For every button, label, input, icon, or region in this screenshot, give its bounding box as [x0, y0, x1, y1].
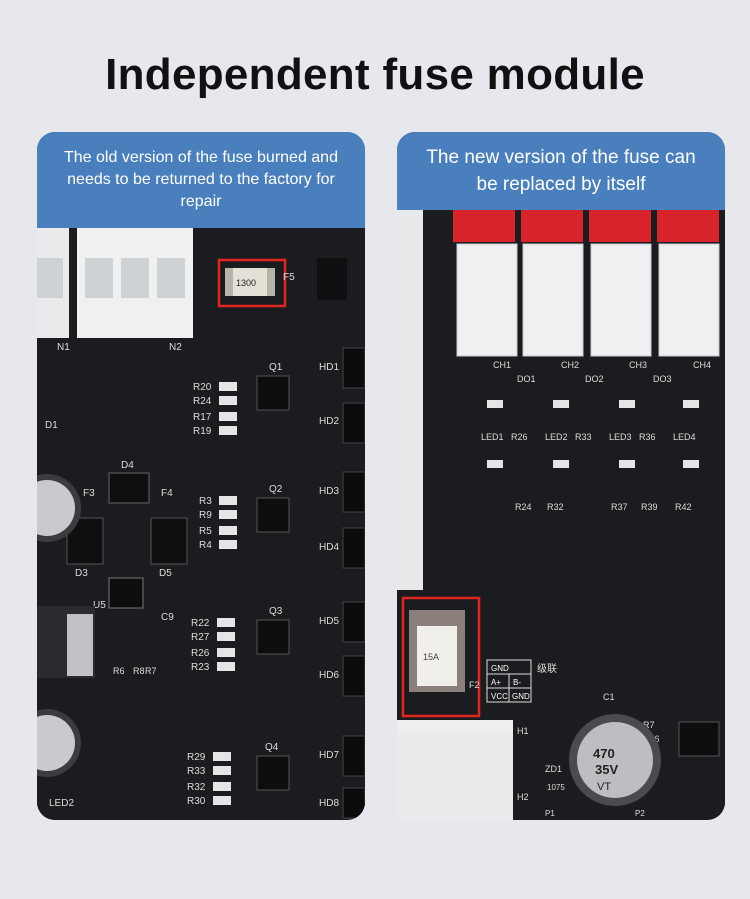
label-led4: LED4 — [673, 432, 696, 442]
gnd-table: GND A+ B- VCC GND — [486, 659, 532, 703]
label-d3: D3 — [75, 568, 88, 579]
svg-text:R26: R26 — [191, 648, 210, 659]
label-r39: R39 — [641, 502, 658, 512]
label-d1: D1 — [45, 420, 58, 431]
svg-text:Q2: Q2 — [269, 484, 283, 495]
label-hd1: HD1 — [319, 362, 339, 373]
label-led3: LED3 — [609, 432, 632, 442]
label-hd3: HD3 — [319, 486, 339, 497]
label-ch3: CH3 — [629, 360, 647, 370]
label-c9: C9 — [161, 612, 174, 623]
label-ch1: CH1 — [493, 360, 511, 370]
svg-text:R17: R17 — [193, 412, 212, 423]
fuse-highlight-box — [217, 258, 287, 308]
q4-group: Q4 R29 R33 R32 R30 — [187, 742, 290, 807]
label-hd7: HD7 — [319, 750, 339, 761]
label-f4: F4 — [161, 488, 173, 499]
svg-text:A+: A+ — [491, 678, 501, 687]
label-n1: N1 — [57, 342, 70, 353]
label-r32: R32 — [547, 502, 564, 512]
svg-text:GND: GND — [491, 664, 509, 673]
label-r37: R37 — [611, 502, 628, 512]
svg-text:R9: R9 — [199, 510, 212, 521]
old-board-photo: N1 N2 1300 F5 D1 F3 F4 D4 F2 D3 D5 U5 C9… — [37, 228, 365, 820]
svg-text:Q1: Q1 — [269, 362, 283, 373]
label-hd6: HD6 — [319, 670, 339, 681]
label-r7: R7 — [643, 720, 655, 730]
label-h2: H2 — [517, 792, 529, 802]
svg-text:R24: R24 — [193, 396, 212, 407]
label-r42: R42 — [675, 502, 692, 512]
label-r33: R33 — [575, 432, 592, 442]
svg-text:B-: B- — [513, 678, 521, 687]
svg-text:GND: GND — [512, 692, 530, 701]
q3-group: Q3 R22 R27 R26 R23 — [191, 606, 290, 673]
svg-text:R3: R3 — [199, 496, 212, 507]
svg-text:Q4: Q4 — [265, 742, 279, 753]
label-n2: N2 — [169, 342, 182, 353]
label-led2: LED2 — [545, 432, 568, 442]
label-d4: D4 — [121, 460, 134, 471]
page-title: Independent fuse module — [105, 50, 645, 99]
label-f5: F5 — [283, 272, 295, 283]
label-u5: U5 — [93, 600, 106, 611]
label-r8: R8 — [133, 666, 145, 676]
label-hd4: HD4 — [319, 542, 339, 553]
label-f2: F2 — [469, 680, 480, 690]
svg-text:R32: R32 — [187, 782, 206, 793]
label-ch2: CH2 — [561, 360, 579, 370]
label-r24: R24 — [515, 502, 532, 512]
svg-text:R33: R33 — [187, 766, 206, 777]
fuse-highlight-box — [401, 596, 481, 718]
label-zd1: ZD1 — [545, 764, 562, 774]
label-q1: Q1 — [583, 784, 595, 794]
label-r6: R6 — [113, 666, 125, 676]
cartridge-fuse — [417, 626, 457, 686]
svg-text:R30: R30 — [187, 796, 206, 807]
label-hd8: HD8 — [319, 798, 339, 809]
label-f3: F3 — [83, 488, 95, 499]
label-ch4: CH4 — [693, 360, 711, 370]
new-version-caption: The new version of the fuse can be repla… — [397, 132, 725, 210]
label-r7: R7 — [145, 666, 157, 676]
q2-group: Q2 R3 R9 R5 R4 — [199, 484, 290, 551]
label-hd2: HD2 — [319, 416, 339, 427]
svg-text:R29: R29 — [187, 752, 206, 763]
label-do1: DO1 — [517, 374, 536, 384]
label-hd5: HD5 — [319, 616, 339, 627]
label-do2: DO2 — [585, 374, 604, 384]
old-version-card: The old version of the fuse burned and n… — [37, 132, 365, 820]
fuse-marking: 1300 — [236, 278, 256, 288]
label-do3: DO3 — [653, 374, 672, 384]
marking-cn: 级联 — [537, 663, 557, 675]
connector-h1 — [397, 720, 513, 820]
svg-text:R23: R23 — [191, 662, 210, 673]
label-r16: R16 — [643, 734, 660, 744]
old-version-caption: The old version of the fuse burned and n… — [37, 132, 365, 228]
label-r17: R17 — [643, 748, 660, 758]
new-version-card: The new version of the fuse can be repla… — [397, 132, 725, 820]
svg-text:R19: R19 — [193, 426, 212, 437]
svg-text:R22: R22 — [191, 618, 210, 629]
label-r36: R36 — [639, 432, 656, 442]
svg-text:VCC: VCC — [491, 692, 508, 701]
smd-fuse — [225, 268, 275, 296]
q1-group: Q1 R20 R24 R17 R19 — [193, 362, 290, 437]
svg-text:R20: R20 — [193, 382, 212, 393]
fuse-marking: 15A — [423, 652, 439, 662]
svg-text:R5: R5 — [199, 526, 212, 537]
new-board-photo: CH1 CH2 CH3 CH4 DO1 DO2 DO3 LED1 LED2 LE… — [397, 210, 725, 820]
label-led1: LED1 — [481, 432, 504, 442]
label-d5: D5 — [159, 568, 172, 579]
svg-text:R27: R27 — [191, 632, 210, 643]
svg-text:Q3: Q3 — [269, 606, 283, 617]
label-r26: R26 — [511, 432, 528, 442]
label-led2: LED2 — [49, 798, 74, 809]
svg-text:R4: R4 — [199, 540, 212, 551]
label-h1: H1 — [517, 726, 529, 736]
